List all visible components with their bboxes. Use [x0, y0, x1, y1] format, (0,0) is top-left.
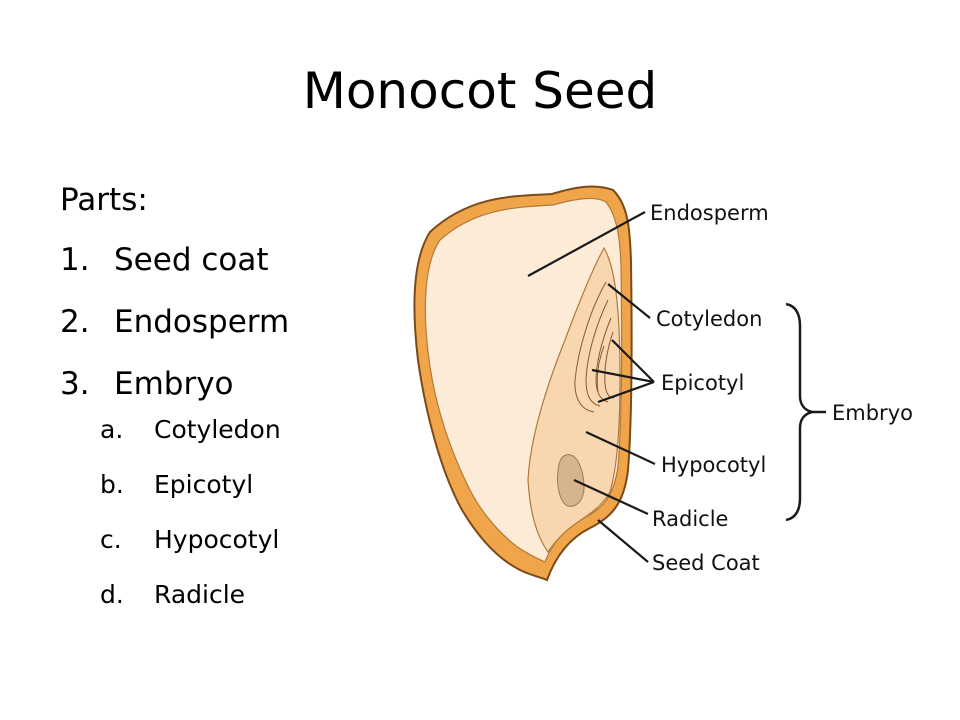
parts-heading: Parts:	[60, 182, 148, 218]
hypocotyl-leader	[585, 431, 656, 465]
label-embryo: Embryo	[832, 401, 913, 425]
label-endosperm: Endosperm	[650, 201, 769, 225]
list-label: Endosperm	[114, 304, 290, 340]
label-seed-coat: Seed Coat	[652, 551, 760, 575]
label-epicotyl: Epicotyl	[661, 371, 744, 395]
list-label: Embryo	[114, 366, 234, 402]
slide-title: Monocot Seed	[302, 62, 658, 120]
embryo-shape	[527, 246, 621, 554]
sub-list-letter: a.	[100, 415, 124, 444]
endosperm-leader	[527, 211, 646, 277]
epicotyl-sheath	[574, 281, 607, 413]
leader-lines	[527, 211, 656, 563]
label-cotyledon: Cotyledon	[656, 307, 762, 331]
epicotyl-sheath	[596, 345, 605, 393]
sub-list-item: b. Epicotyl	[100, 467, 400, 522]
sub-list-item: c. Hypocotyl	[100, 522, 400, 577]
parts-list: Parts: 1. Seed coat 2. Endosperm 3. Embr…	[60, 176, 400, 632]
sub-list-item: d. Radicle	[100, 577, 400, 632]
main-parts-list: 1. Seed coat 2. Endosperm 3. Embryo a. C…	[60, 236, 400, 632]
embryo-bracket	[785, 302, 813, 522]
list-item: 3. Embryo a. Cotyledon b. Epicotyl c. Hy…	[60, 360, 400, 632]
sub-list-label: Radicle	[154, 580, 246, 609]
list-number: 2.	[60, 304, 90, 340]
label-radicle: Radicle	[652, 507, 728, 531]
epicotyl-leader-1	[611, 339, 655, 383]
list-item: 2. Endosperm	[60, 298, 400, 360]
epicotyl-leader-3	[597, 380, 655, 404]
epicotyl-leader-2	[591, 368, 655, 384]
sub-list-label: Cotyledon	[154, 415, 281, 444]
label-hypocotyl: Hypocotyl	[661, 453, 766, 477]
radicle-shape	[557, 454, 585, 507]
sub-list-label: Hypocotyl	[154, 525, 280, 554]
embryo-parts-list: a. Cotyledon b. Epicotyl c. Hypocotyl d.…	[60, 412, 400, 632]
list-number: 1.	[60, 242, 90, 278]
radicle-leader	[573, 479, 649, 515]
list-item: 1. Seed coat	[60, 236, 400, 298]
list-number: 3.	[60, 366, 90, 402]
sub-list-letter: c.	[100, 525, 122, 554]
epicotyl-sheath	[585, 299, 609, 407]
sub-list-label: Epicotyl	[154, 470, 254, 499]
seed-coat-leader	[597, 519, 649, 563]
cotyledon-leader	[607, 283, 651, 319]
list-label: Seed coat	[114, 242, 269, 278]
sub-list-letter: d.	[100, 580, 124, 609]
sub-list-letter: b.	[100, 470, 124, 499]
sub-list-item: a. Cotyledon	[100, 412, 400, 467]
